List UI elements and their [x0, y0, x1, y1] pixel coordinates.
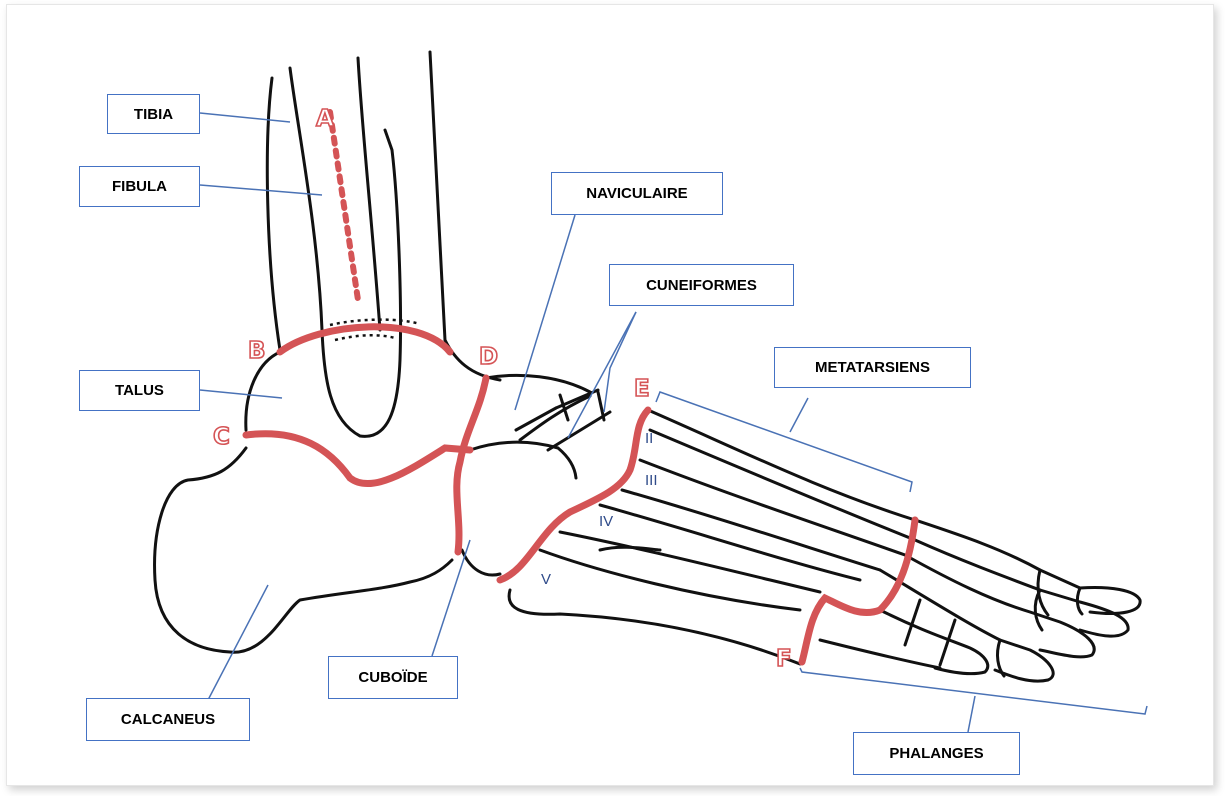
label-talus: TALUS: [79, 370, 200, 411]
bone-outlines: [155, 52, 1141, 681]
label-calcaneus: CALCANEUS: [86, 698, 250, 741]
label-fibula: FIBULA: [79, 166, 200, 207]
joint-marker-B: B: [248, 340, 266, 363]
joint-marker-C: C: [213, 426, 230, 449]
label-cuneiformes: CUNEIFORMES: [609, 264, 794, 306]
metatarsal-numeral-V: V: [541, 572, 551, 587]
label-phalanges: PHALANGES: [853, 732, 1020, 775]
metatarsal-numeral-III: III: [645, 473, 658, 488]
joint-line-C: [246, 434, 470, 484]
label-cuboide: CUBOÏDE: [328, 656, 458, 699]
joint-line-D: [457, 378, 486, 552]
joint-marker-E: E: [634, 378, 650, 401]
label-metatarsiens: METATARSIENS: [774, 347, 971, 388]
joint-line-A: [330, 112, 358, 300]
metatarsal-numeral-IV: IV: [599, 514, 613, 529]
joint-marker-F: F: [776, 648, 792, 671]
joint-line-B: [280, 327, 450, 352]
metatarsal-numeral-II: II: [645, 431, 653, 446]
joint-marker-A: A: [316, 108, 334, 131]
label-tibia: TIBIA: [107, 94, 200, 134]
joint-marker-D: D: [479, 346, 498, 369]
label-naviculaire: NAVICULAIRE: [551, 172, 723, 215]
